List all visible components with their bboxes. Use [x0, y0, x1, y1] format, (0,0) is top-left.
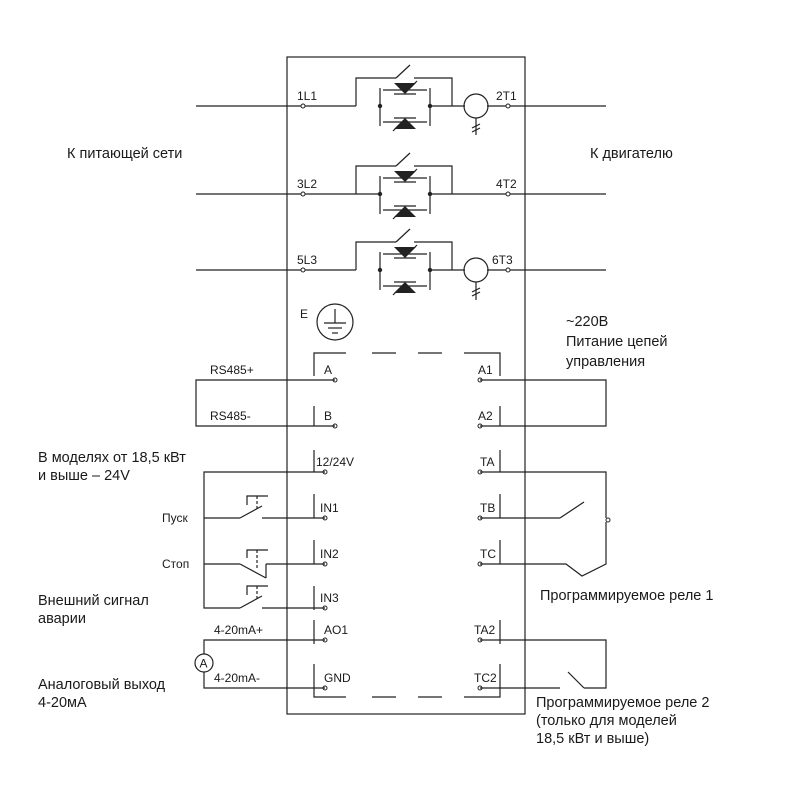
earth-icon [316, 303, 354, 341]
terminal-GND: GND [324, 671, 351, 685]
terminal-TC: TC [480, 547, 496, 561]
control-power-voltage: ~220В [566, 314, 608, 330]
rs485-plus-label: RS485+ [210, 363, 254, 377]
power-phase-2 [196, 152, 606, 220]
power-phase-1 [196, 64, 606, 135]
terminal-12-24V: 12/24V [316, 455, 354, 469]
digital-inputs-wiring [203, 471, 325, 609]
relay2-wiring [480, 639, 607, 689]
analog-out-line2: 4-20мА [38, 695, 87, 711]
supply-side-label: К питающей сети [67, 146, 182, 162]
ext-alarm-line1: Внешний сигнал [38, 593, 149, 609]
relay1-wiring [480, 471, 611, 577]
motor-side-label: К двигателю [590, 146, 673, 162]
control-terminal-dots [322, 377, 483, 691]
terminal-AO1: AO1 [324, 623, 348, 637]
analog-output-wiring [194, 639, 325, 689]
terminal-5L3: 5L3 [297, 253, 317, 267]
terminal-3L2: 3L2 [297, 177, 317, 191]
terminal-A: A [324, 363, 332, 377]
ammeter-label: A [200, 657, 208, 671]
earth-label: E [300, 307, 308, 321]
terminal-A1: A1 [478, 363, 493, 377]
stop-label: Стоп [162, 557, 189, 571]
terminal-TA: TA [480, 455, 494, 469]
ammeter-icon [194, 653, 214, 673]
terminal-TA2: TA2 [474, 623, 495, 637]
starter-enclosure [286, 56, 526, 715]
voltage-note-line2: и выше – 24V [38, 468, 130, 484]
control-terminal-block [313, 352, 501, 698]
rs485-wiring [195, 379, 335, 427]
analog-out-line1: Аналоговый выход [38, 677, 166, 693]
terminal-IN3: IN3 [320, 591, 339, 605]
control-power-wiring [480, 379, 607, 427]
terminal-2T1: 2T1 [496, 89, 517, 103]
start-label: Пуск [162, 511, 188, 525]
terminal-6T3: 6T3 [492, 253, 513, 267]
terminal-IN1: IN1 [320, 501, 339, 515]
relay1-label: Программируемое реле 1 [540, 588, 713, 604]
terminal-TB: TB [480, 501, 495, 515]
terminal-TC2: TC2 [474, 671, 497, 685]
control-power-line2: управления [566, 354, 645, 370]
terminal-4T2: 4T2 [496, 177, 517, 191]
ma-minus-label: 4-20mA- [214, 671, 260, 685]
relay2-line3: 18,5 кВт и выше) [536, 731, 649, 747]
terminal-A2: A2 [478, 409, 493, 423]
rs485-minus-label: RS485- [210, 409, 251, 423]
relay2-line2: (только для моделей [536, 713, 677, 729]
terminal-1L1: 1L1 [297, 89, 317, 103]
relay2-line1: Программируемое реле 2 [536, 695, 709, 711]
control-power-line1: Питание цепей [566, 334, 668, 350]
power-phase-3 [196, 228, 606, 300]
terminal-IN2: IN2 [320, 547, 339, 561]
ma-plus-label: 4-20mA+ [214, 623, 263, 637]
terminal-B: B [324, 409, 332, 423]
ext-alarm-line2: аварии [38, 611, 86, 627]
voltage-note-line1: В моделях от 18,5 кВт [38, 450, 186, 466]
power-terminal-dots [300, 103, 511, 273]
